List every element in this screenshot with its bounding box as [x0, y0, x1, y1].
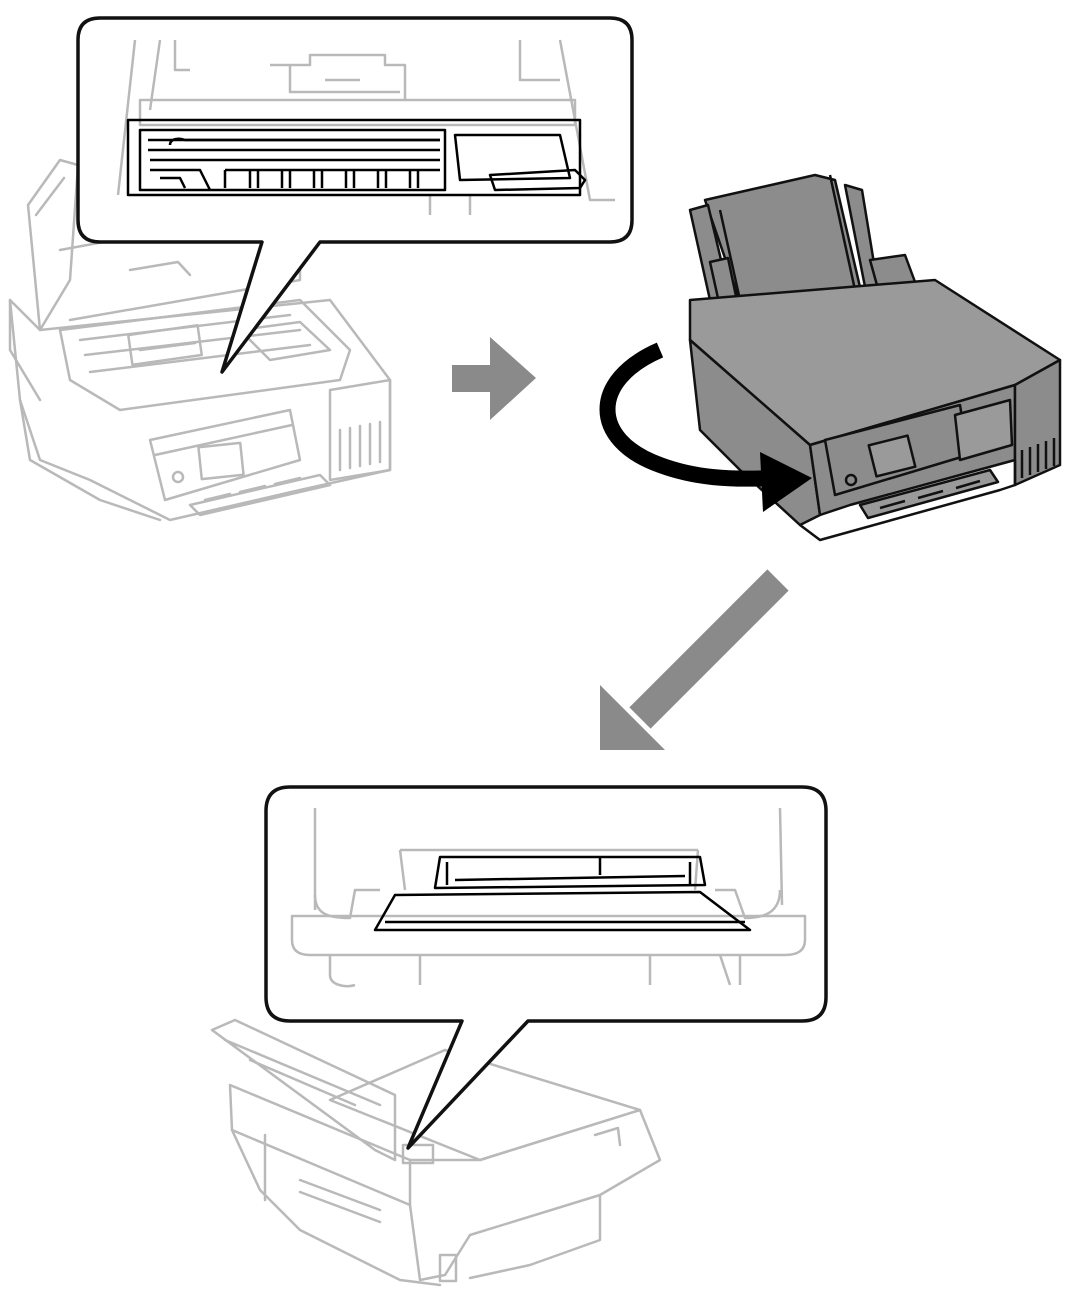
- arrow-right-icon: [452, 337, 536, 420]
- rotate-clockwise-arrow-icon: [599, 342, 812, 512]
- callout-rear-slot-closeup: [264, 785, 828, 1150]
- arrow-down-left-icon: [600, 569, 789, 750]
- rear-printer-illustration: [210, 1018, 662, 1287]
- closed-printer-illustration: [688, 173, 1062, 542]
- callout-print-head-closeup: [76, 16, 634, 374]
- open-printer-illustration: [8, 158, 392, 522]
